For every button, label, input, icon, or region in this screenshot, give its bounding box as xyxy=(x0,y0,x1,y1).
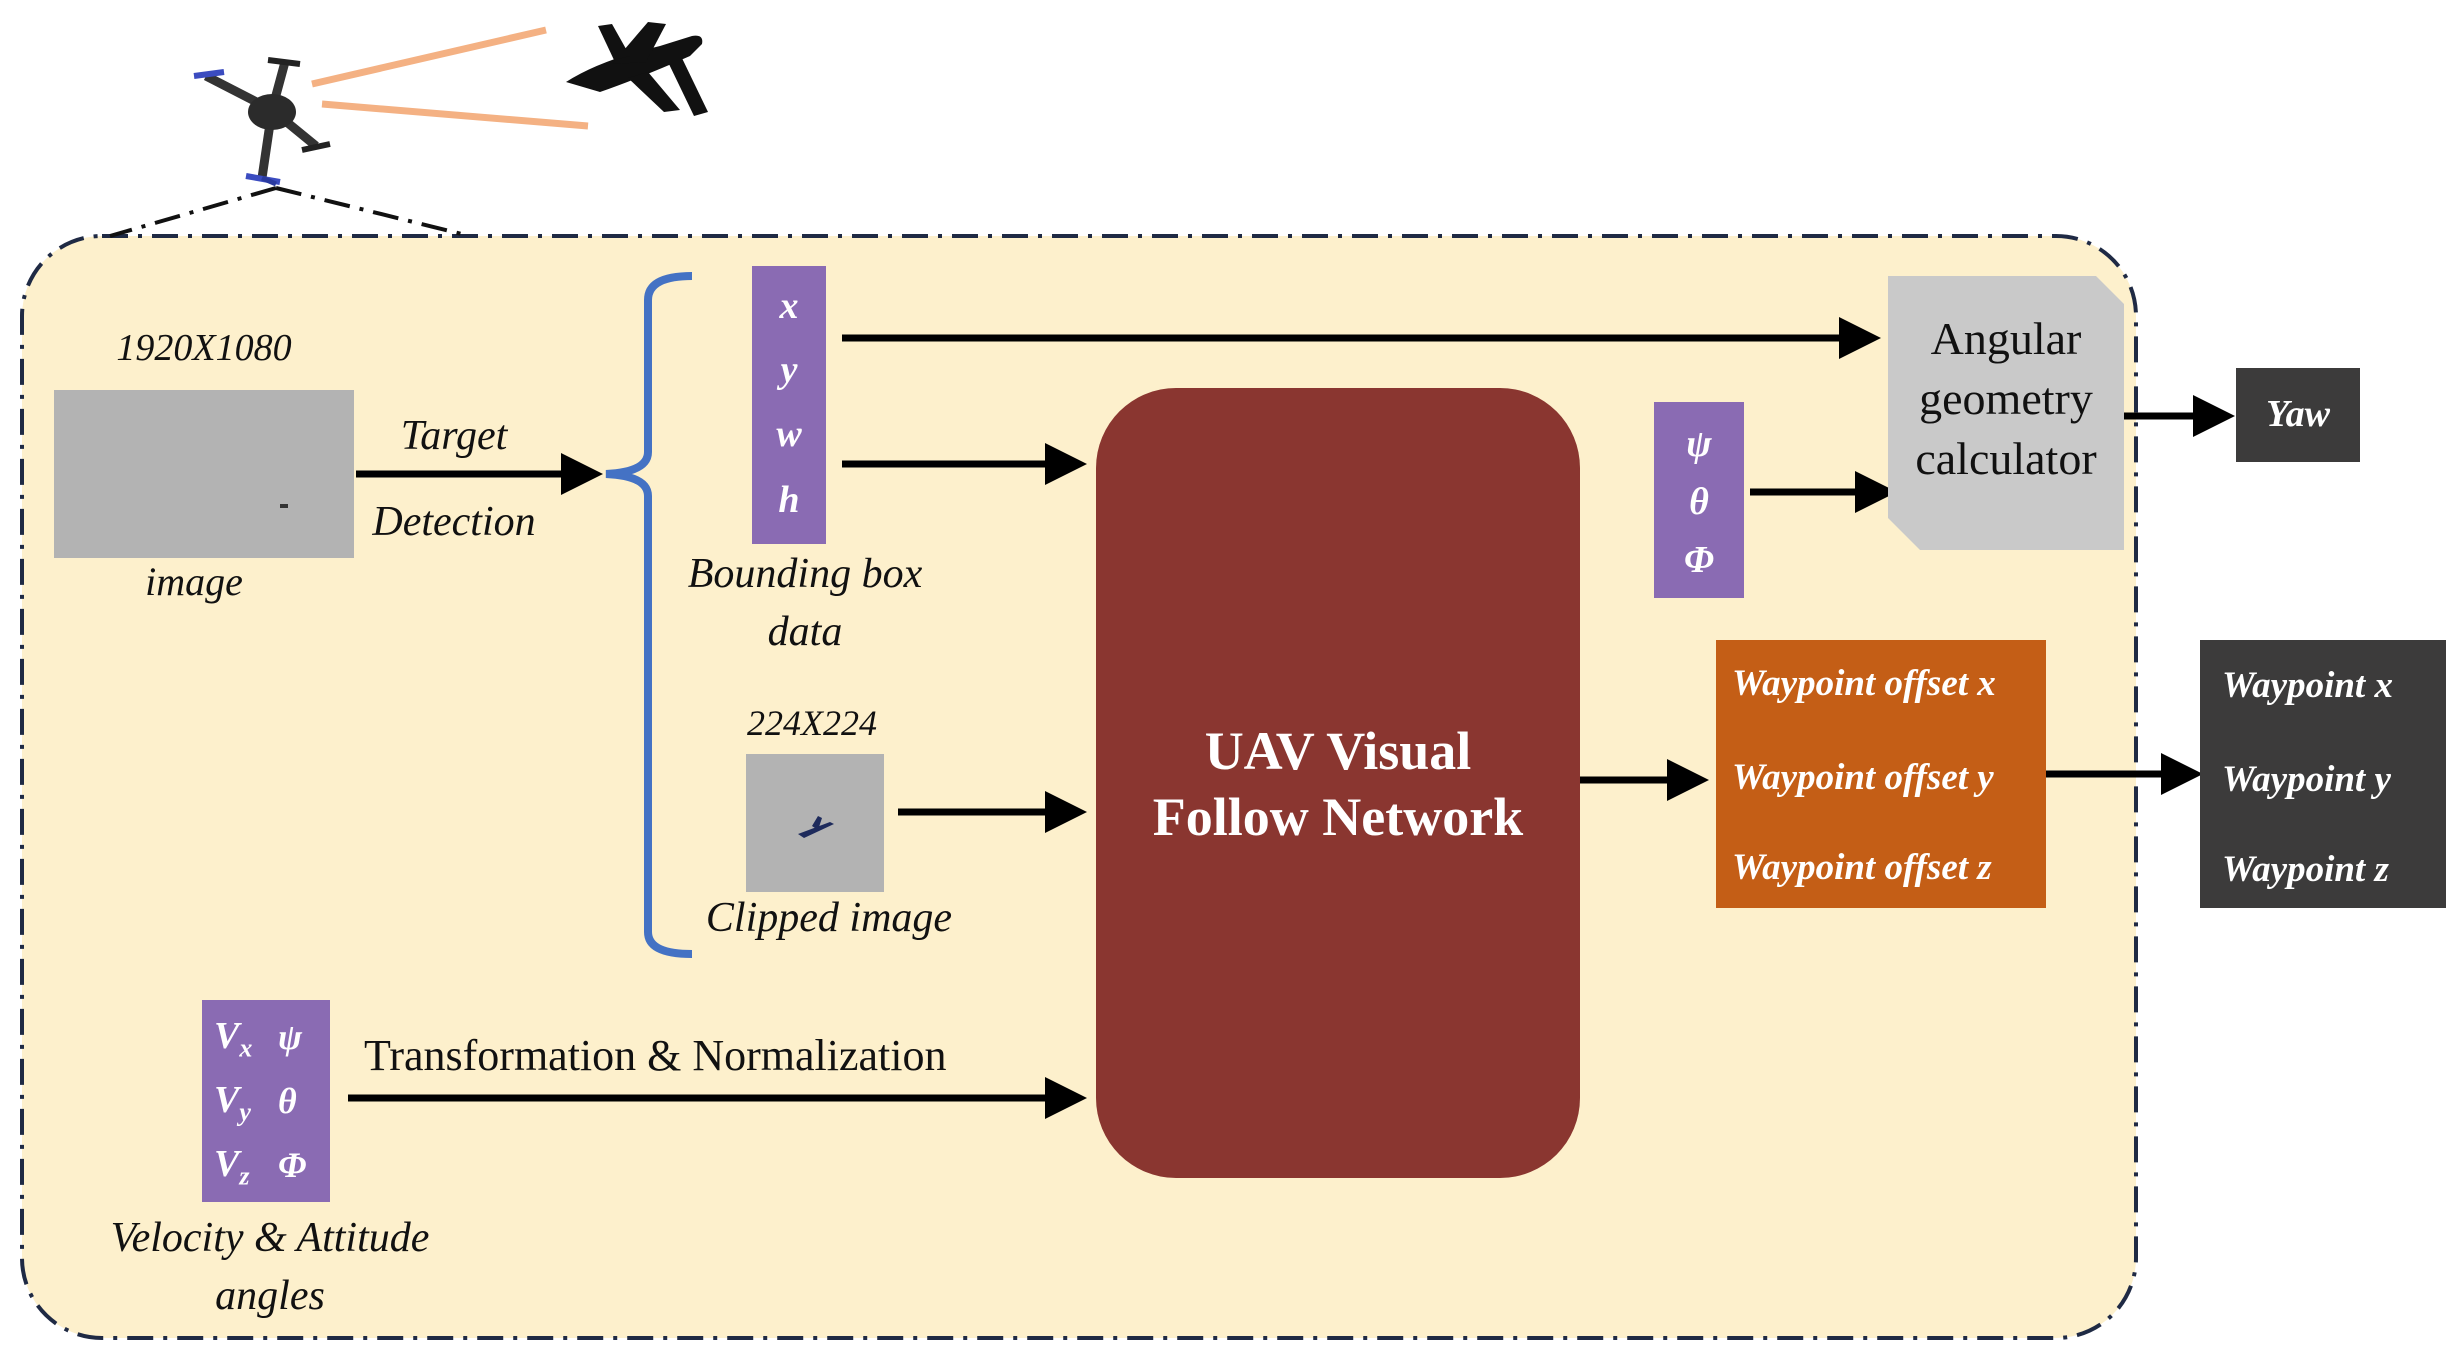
state-vy: Vy xyxy=(214,1078,251,1128)
state-vz-symbol: V xyxy=(214,1143,240,1185)
calculator-label-line3: calculator xyxy=(1915,433,2097,484)
tracking-beam-lower xyxy=(321,100,589,130)
system-panel xyxy=(20,234,2138,1340)
network-title-line1: UAV Visual xyxy=(1204,721,1472,781)
offset-y: Waypoint offset y xyxy=(1732,757,1994,798)
bbox-x: x xyxy=(779,285,799,327)
clipped-image xyxy=(746,754,884,892)
input-image-caption: image xyxy=(145,559,243,604)
state-vy-symbol: V xyxy=(214,1079,240,1121)
clipped-caption: Clipped image xyxy=(705,895,953,941)
waypoint-y: Waypoint y xyxy=(2222,759,2391,800)
state-vx: Vx xyxy=(214,1014,252,1064)
clipped-resolution: 224X224 xyxy=(747,703,877,743)
bbox-y: y xyxy=(780,349,798,391)
state-vz: Vz xyxy=(214,1142,249,1192)
waypoints-box: Waypoint x Waypoint y Waypoint z xyxy=(2200,640,2446,908)
uav-visual-follow-network: UAV Visual Follow Network xyxy=(1096,388,1580,1178)
input-image xyxy=(54,390,354,558)
state-caption-line2: angles xyxy=(215,1273,325,1319)
drone-icon xyxy=(193,57,331,187)
target-dot-icon xyxy=(280,504,288,508)
plane-thumbnail-icon xyxy=(798,816,834,838)
view-cone-left xyxy=(109,186,277,238)
state-vz-sub: z xyxy=(239,1161,250,1191)
calculator-label-line1: Angular xyxy=(1930,313,2082,364)
state-vector: Vx Vy Vz ψ θ Φ xyxy=(202,1000,330,1202)
input-brace xyxy=(605,272,693,958)
yaw-output: Yaw xyxy=(2236,368,2360,462)
attitude-phi: Φ xyxy=(1684,539,1714,581)
view-cone-right xyxy=(275,186,471,238)
attitude-vector: ψ θ Φ xyxy=(1654,402,1744,598)
state-phi: Φ xyxy=(278,1145,307,1185)
waypoint-offsets-box: Waypoint offset x Waypoint offset y Wayp… xyxy=(1716,640,2046,908)
state-theta: θ xyxy=(278,1081,297,1121)
calculator-label-line2: geometry xyxy=(1919,373,2093,424)
state-vy-sub: y xyxy=(239,1097,251,1127)
bbox-caption-line1: Bounding box xyxy=(687,551,923,597)
state-caption-line1: Velocity & Attitude xyxy=(110,1215,430,1261)
yaw-label: Yaw xyxy=(2265,393,2331,435)
attitude-theta: θ xyxy=(1689,481,1709,523)
attitude-psi: ψ xyxy=(1686,423,1712,465)
waypoint-x: Waypoint x xyxy=(2222,665,2393,706)
state-psi: ψ xyxy=(278,1017,303,1057)
offset-x: Waypoint offset x xyxy=(1732,663,1996,704)
bbox-h: h xyxy=(778,479,800,521)
state-vx-symbol: V xyxy=(214,1015,240,1057)
state-vx-sub: x xyxy=(239,1033,253,1063)
tracking-beam-upper xyxy=(311,26,547,88)
offset-z: Waypoint offset z xyxy=(1732,847,1992,888)
input-image-resolution: 1920X1080 xyxy=(116,327,292,369)
detection-label-line1: Target xyxy=(400,413,508,459)
bbox-vector: x y w h xyxy=(752,266,826,544)
airplane-icon xyxy=(566,22,708,116)
angular-calculator-box xyxy=(1888,276,2124,550)
waypoint-z: Waypoint z xyxy=(2222,849,2389,890)
bbox-w: w xyxy=(776,413,802,455)
bbox-caption-line2: data xyxy=(767,609,843,655)
network-title-line2: Follow Network xyxy=(1152,787,1524,847)
transform-label: Transformation & Normalization xyxy=(364,1031,947,1080)
detection-label-line2: Detection xyxy=(372,499,536,545)
